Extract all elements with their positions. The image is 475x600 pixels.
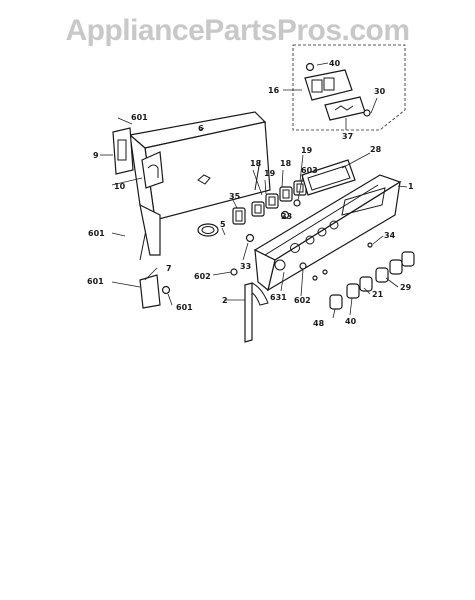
bracket-cutout	[147, 164, 159, 178]
screw-602-right	[299, 262, 307, 270]
callout-label: 19	[301, 146, 313, 155]
callout-label: 601	[87, 277, 104, 286]
panel-hole	[317, 227, 327, 237]
knob-cluster-upper	[197, 180, 307, 243]
callout-label: 33	[240, 262, 251, 271]
knob-block	[279, 186, 293, 202]
callout-label: 19	[264, 169, 276, 178]
part-35-switch	[232, 207, 246, 225]
panel-hole	[305, 235, 315, 245]
callout-label: 48	[313, 319, 325, 328]
callout-label: 10	[114, 182, 126, 191]
callout-label: 33	[281, 212, 292, 221]
part-10-bracket	[141, 151, 164, 189]
part-7-bracket	[139, 274, 161, 309]
panel-window	[341, 187, 386, 216]
callout-label: 40	[329, 59, 341, 68]
callout-label: 40	[345, 317, 357, 326]
callout-label: 601	[176, 303, 193, 312]
screw-603	[293, 199, 301, 207]
leader-lines	[100, 62, 408, 319]
callout-label: 7	[166, 264, 172, 273]
overlay-graphic	[334, 105, 354, 111]
knob-40a	[329, 294, 343, 310]
knob-21c	[401, 251, 415, 267]
clip-slot	[117, 139, 127, 161]
callout-label: 602	[194, 272, 211, 281]
callout-label: 2	[222, 296, 228, 305]
callout-label: 601	[131, 113, 148, 122]
knob-29	[375, 267, 389, 283]
callout-label: 5	[220, 220, 226, 229]
callout-label: 601	[88, 229, 105, 238]
part-5-grommet	[197, 223, 219, 237]
callout-label: 37	[342, 132, 353, 141]
part-6-back-panel	[128, 111, 271, 261]
callout-label: 35	[229, 192, 241, 201]
screw-602	[230, 268, 238, 276]
callout-label: 631	[270, 293, 287, 302]
part-2-bar	[244, 282, 253, 343]
part-40-screw	[305, 62, 315, 72]
part-2-bend	[251, 282, 269, 306]
callout-label: 34	[384, 231, 396, 240]
part-9-clip	[112, 127, 134, 175]
callout-label: 602	[294, 296, 311, 305]
display-digit	[311, 79, 323, 93]
part-1-control-panel	[253, 174, 402, 292]
panel-hole	[274, 259, 286, 271]
callout-label: 18	[280, 159, 292, 168]
knob-cluster-lower	[312, 242, 415, 310]
panel-hole	[290, 243, 300, 253]
part-28-window	[301, 159, 356, 196]
panel-hole	[329, 220, 339, 230]
center-emblem	[197, 174, 211, 185]
inset-group	[292, 44, 406, 131]
spacer	[312, 275, 318, 281]
inset-boundary	[292, 44, 406, 131]
part-601-screw	[161, 285, 171, 295]
screw-33	[245, 233, 255, 243]
callout-label: 29	[400, 283, 412, 292]
callout-labels: 16 40 30 37 601 6 9 10 601 601 7 601 2 6…	[87, 59, 414, 328]
watermark: AppliancePartsPros.com	[65, 14, 410, 47]
callout-label: 9	[93, 151, 99, 160]
part-30-screw	[363, 109, 371, 117]
callout-label: 6	[198, 124, 204, 133]
callout-label: 603	[301, 166, 318, 175]
callout-label: 1	[408, 182, 414, 191]
knob-40	[346, 283, 360, 299]
spacer	[322, 269, 328, 275]
callout-label: 30	[374, 87, 386, 96]
left-side-bracket	[139, 203, 161, 256]
callout-label: 16	[268, 86, 280, 95]
callout-label: 21	[372, 290, 384, 299]
callout-label: 28	[370, 145, 382, 154]
knob-21	[359, 276, 373, 292]
display-digit	[323, 77, 335, 91]
part-34-screw	[367, 242, 373, 248]
knob-21b	[389, 259, 403, 275]
callout-label: 18	[250, 159, 262, 168]
knob-block	[251, 201, 265, 217]
knob-block	[265, 193, 279, 209]
